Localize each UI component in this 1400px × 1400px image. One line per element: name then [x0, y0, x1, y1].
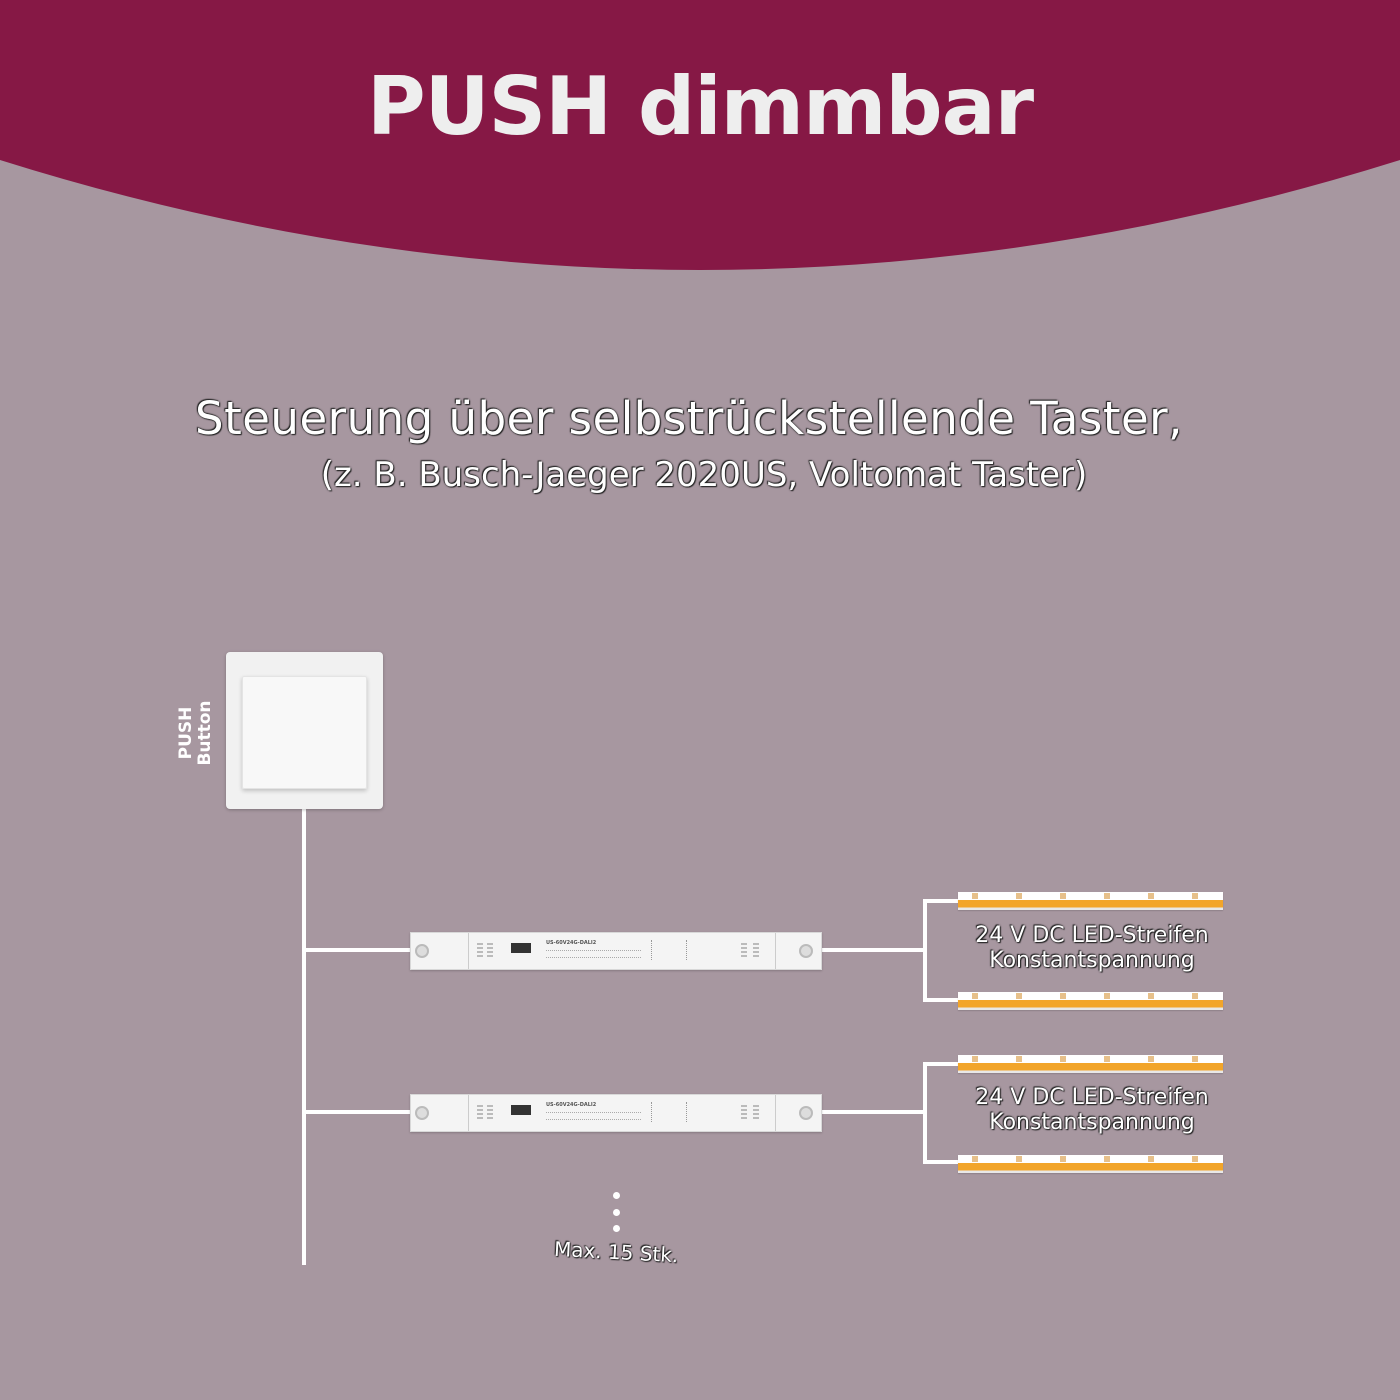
driver-end-cap-right [775, 1095, 821, 1131]
push-button-switch [226, 652, 383, 809]
terminal-icon [477, 943, 483, 959]
continuation-dot [613, 1209, 620, 1216]
terminal-icon [487, 943, 493, 959]
terminal-icon [487, 1105, 493, 1121]
header-banner-shape [0, 0, 1400, 270]
terminal-icon [753, 943, 759, 959]
screw-icon [799, 944, 813, 958]
terminal-icon [753, 1105, 759, 1121]
led-label-line-1: 24 V DC LED-Streifen [975, 923, 1209, 948]
led-bracket-2-vertical [923, 1062, 927, 1164]
header-banner [0, 0, 1400, 270]
driver-end-cap-left [411, 933, 469, 969]
driver-spec-lines [546, 1112, 641, 1120]
terminal-icon [741, 943, 747, 959]
push-button-label: PUSH Button [175, 692, 217, 774]
screw-icon [415, 1106, 429, 1120]
led-group-label-2: 24 V DC LED-Streifen Konstantspannung [958, 1085, 1226, 1135]
screw-icon [799, 1106, 813, 1120]
subtitle-line-1: Steuerung über selbstrückstellende Taste… [195, 392, 1183, 445]
led-bracket-1-bottom [923, 998, 960, 1002]
led-label-line-2: Konstantspannung [989, 1110, 1195, 1135]
terminal-icon [741, 1105, 747, 1121]
brand-logo [511, 943, 531, 953]
driver-end-cap-right [775, 933, 821, 969]
max-quantity-note: Max. 15 Stk. [553, 1236, 679, 1268]
continuation-dot [613, 1192, 620, 1199]
screw-icon [415, 944, 429, 958]
led-bracket-2-bottom [923, 1160, 960, 1164]
driver-spec-lines [546, 950, 641, 958]
brand-logo [511, 1105, 531, 1115]
led-strip [958, 1155, 1223, 1173]
output-wire-1 [822, 948, 926, 952]
led-strip [958, 992, 1223, 1010]
subtitle-line-2: (z. B. Busch-Jaeger 2020US, Voltomat Tas… [320, 455, 1088, 495]
main-bus-wire [302, 808, 306, 1265]
led-strip [958, 892, 1223, 910]
terminal-icon [477, 1105, 483, 1121]
output-wire-2 [822, 1110, 926, 1114]
led-label-line-2: Konstantspannung [989, 948, 1195, 973]
certification-marks-icon [651, 940, 687, 960]
push-button-label-line-1: PUSH [176, 706, 196, 760]
certification-marks-icon [651, 1102, 687, 1122]
led-group-label-1: 24 V DC LED-Streifen Konstantspannung [958, 923, 1226, 973]
led-label-line-1: 24 V DC LED-Streifen [975, 1085, 1209, 1110]
led-bracket-1-top [923, 899, 960, 903]
driver-model-label: US-60V24G-DALI2 [546, 1102, 597, 1108]
led-bracket-1-vertical [923, 899, 927, 1002]
branch-wire-2 [302, 1110, 410, 1114]
push-button-label-line-2: Button [195, 700, 215, 766]
branch-wire-1 [302, 948, 410, 952]
page-title: PUSH dimmbar [366, 60, 1034, 153]
dimmer-driver-1: US-60V24G-DALI2 [410, 932, 822, 970]
led-bracket-2-top [923, 1062, 960, 1066]
dimmer-driver-2: US-60V24G-DALI2 [410, 1094, 822, 1132]
push-button-rocker [242, 676, 367, 789]
led-strip [958, 1055, 1223, 1073]
continuation-dot [613, 1225, 620, 1232]
driver-model-label: US-60V24G-DALI2 [546, 940, 597, 946]
driver-end-cap-left [411, 1095, 469, 1131]
